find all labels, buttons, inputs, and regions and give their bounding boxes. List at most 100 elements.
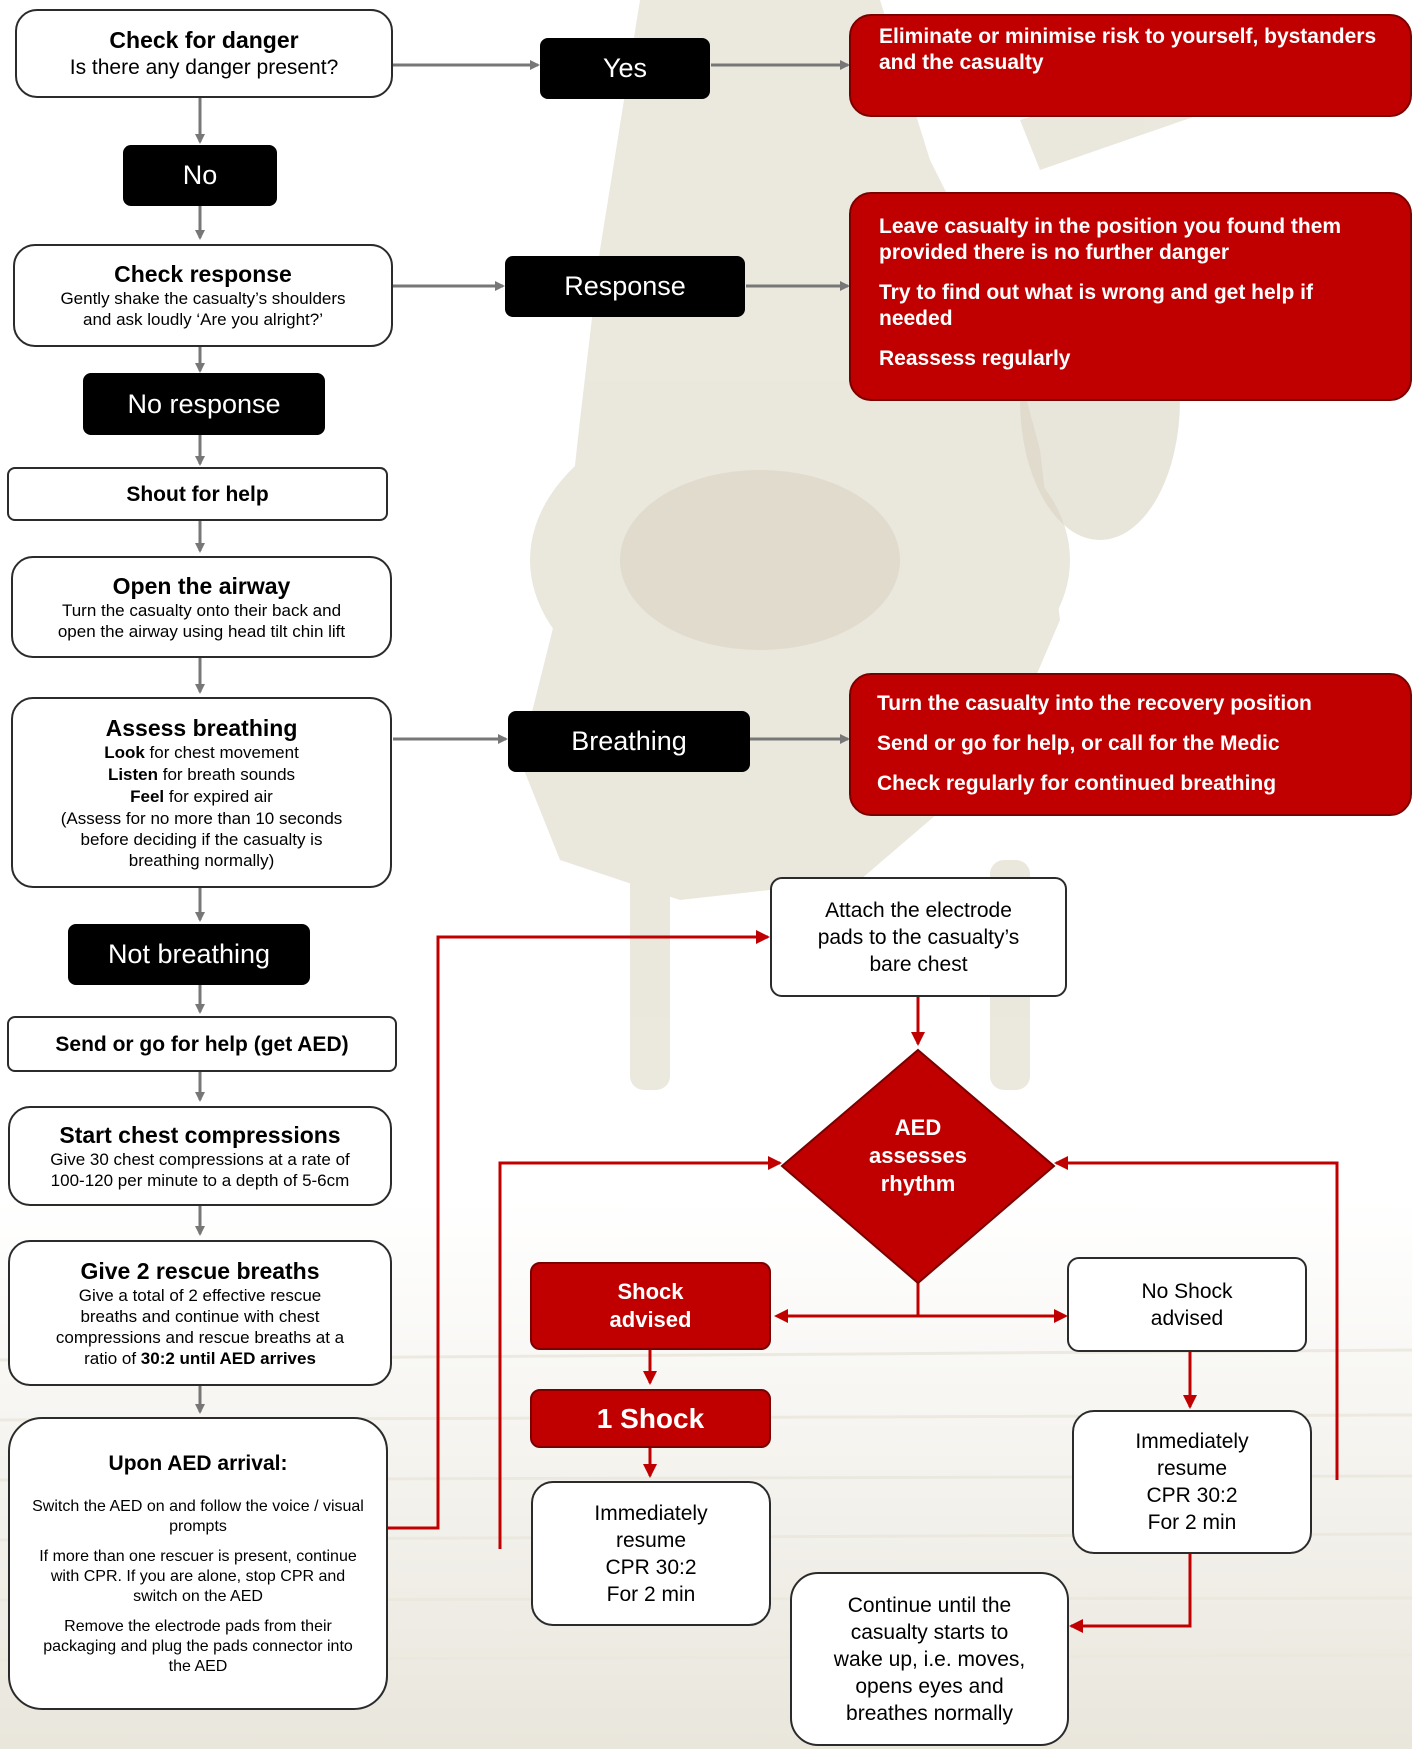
rescue-breaths-line-2: breaths and continue with chest — [80, 1306, 320, 1326]
attach-pads-line-1: Attach the electrode — [825, 898, 1012, 922]
ratio-prefix: ratio of — [84, 1348, 141, 1368]
listen-word: Listen — [107, 764, 159, 784]
continue-line-3: wake up, i.e. moves, — [833, 1647, 1026, 1671]
resume-right-line-3: CPR 30:2 — [1146, 1484, 1238, 1507]
no-shock-line-2: advised — [1150, 1306, 1224, 1330]
aed-arrival-title: Upon AED arrival: — [108, 1452, 288, 1475]
send-help-box: Send or go for help (get AED) — [7, 1016, 397, 1072]
open-airway-line-2: open the airway using head tilt chin lif… — [57, 621, 346, 641]
aed-arrival-step-3: Remove the electrode pads from their pac… — [43, 1618, 353, 1675]
send-help-text: Send or go for help (get AED) — [55, 1032, 349, 1056]
assess-feel-line: Feel for expired air — [130, 786, 273, 808]
check-danger-question: Is there any danger present? — [69, 55, 339, 79]
check-response-box: Check response Gently shake the casualty… — [13, 244, 393, 347]
response-action-2: Try to find out what is wrong and get he… — [879, 281, 1313, 330]
chest-compressions-line-1: Give 30 chest compressions at a rate of — [50, 1149, 350, 1169]
rescue-breaths-title: Give 2 rescue breaths — [80, 1257, 320, 1284]
rescue-breaths-line-1: Give a total of 2 effective rescue — [78, 1285, 322, 1305]
aed-assesses-line-1: AED — [894, 1115, 942, 1140]
resume-cpr-left-box: Immediately resume CPR 30:2 For 2 min — [531, 1481, 771, 1626]
chest-compressions-line-2: 100-120 per minute to a depth of 5-6cm — [50, 1170, 350, 1190]
resume-cpr-right-box: Immediately resume CPR 30:2 For 2 min — [1072, 1410, 1312, 1554]
check-danger-title: Check for danger — [109, 26, 299, 53]
rescue-breaths-box: Give 2 rescue breaths Give a total of 2 … — [8, 1240, 392, 1386]
no-shock-box: No Shock advised — [1067, 1257, 1307, 1352]
shock-advised-box: Shock advised — [530, 1262, 771, 1350]
look-text: for chest movement — [144, 742, 299, 762]
resume-left-line-1: Immediately — [594, 1501, 708, 1525]
aed-assesses-label: AED assesses rhythm — [848, 1114, 988, 1198]
assess-breathing-box: Assess breathing Look for chest movement… — [11, 697, 392, 888]
listen-text: for breath sounds — [158, 764, 296, 784]
open-airway-box: Open the airway Turn the casualty onto t… — [11, 556, 392, 658]
shock-advised-line-1: Shock — [617, 1279, 684, 1304]
aed-arrival-box: Upon AED arrival: Switch the AED on and … — [8, 1417, 388, 1710]
not-breathing-label: Not breathing — [68, 924, 310, 985]
rescue-breaths-line-4: ratio of 30:2 until AED arrives — [84, 1348, 316, 1369]
aed-assesses-diamond — [780, 1048, 1056, 1285]
aed-assesses-line-2: assesses — [869, 1143, 967, 1168]
chest-compressions-box: Start chest compressions Give 30 chest c… — [8, 1106, 392, 1206]
rescue-breaths-line-3: compressions and rescue breaths at a — [55, 1327, 345, 1347]
resume-right-line-1: Immediately — [1135, 1430, 1249, 1453]
eliminate-risk-text: Eliminate or minimise risk to yourself, … — [879, 25, 1377, 74]
resume-left-line-4: For 2 min — [606, 1582, 696, 1606]
check-response-title: Check response — [114, 261, 292, 287]
shout-for-help-box: Shout for help — [7, 467, 388, 521]
one-shock-box: 1 Shock — [530, 1389, 771, 1448]
resume-right-line-4: For 2 min — [1147, 1511, 1237, 1534]
eliminate-risk-box: Eliminate or minimise risk to yourself, … — [849, 14, 1412, 117]
continue-line-5: breathes normally — [846, 1701, 1013, 1725]
assess-note-1: (Assess for no more than 10 seconds — [60, 808, 343, 828]
arrow-resume-right-loop — [1054, 1156, 1339, 1480]
no-response-label: No response — [83, 373, 325, 435]
feel-word: Feel — [130, 786, 165, 806]
shock-advised-line-2: advised — [609, 1307, 692, 1332]
aed-assesses-line-3: rhythm — [880, 1171, 956, 1196]
assess-breathing-title: Assess breathing — [105, 714, 298, 741]
arrow-assess-split — [780, 1283, 1062, 1318]
open-airway-title: Open the airway — [112, 572, 291, 599]
assess-note-2: before deciding if the casualty is — [80, 829, 323, 849]
yes-label: Yes — [540, 38, 710, 99]
arrow-aed-to-pads — [388, 930, 770, 1530]
response-label: Response — [505, 256, 745, 317]
attach-pads-line-3: bare chest — [869, 952, 968, 976]
chest-compressions-title: Start chest compressions — [59, 1121, 341, 1148]
assess-look-line: Look for chest movement — [104, 742, 299, 764]
assess-note-3: breathing normally) — [128, 850, 275, 870]
continue-line-1: Continue until the — [847, 1593, 1012, 1617]
breathing-actions-box: Turn the casualty into the recovery posi… — [849, 673, 1412, 816]
attach-pads-box: Attach the electrode pads to the casualt… — [770, 877, 1067, 997]
check-response-line-1: Gently shake the casualty’s shoulders — [60, 289, 346, 308]
check-response-line-2: and ask loudly ‘Are you alright?’ — [82, 310, 324, 329]
aed-arrival-step-1: Switch the AED on and follow the voice /… — [32, 1498, 364, 1535]
response-actions-box: Leave casualty in the position you found… — [849, 192, 1412, 401]
breathing-action-3: Check regularly for continued breathing — [877, 772, 1277, 795]
breathing-action-1: Turn the casualty into the recovery posi… — [877, 692, 1312, 715]
arrow-resume-left-loop — [498, 1156, 782, 1549]
response-action-1: Leave casualty in the position you found… — [879, 215, 1342, 264]
ratio-emphasis: 30:2 until AED arrives — [140, 1348, 316, 1368]
resume-left-line-3: CPR 30:2 — [605, 1555, 697, 1579]
one-shock-text: 1 Shock — [596, 1402, 705, 1434]
assess-listen-line: Listen for breath sounds — [108, 764, 295, 786]
arrow-resume-to-continue — [1069, 1554, 1192, 1633]
no-shock-line-1: No Shock — [1141, 1279, 1233, 1303]
look-word: Look — [104, 742, 145, 762]
shout-for-help-text: Shout for help — [126, 482, 269, 506]
continue-until-box: Continue until the casualty starts to wa… — [790, 1572, 1069, 1746]
no-label: No — [123, 145, 277, 206]
attach-pads-line-2: pads to the casualty’s — [817, 925, 1020, 949]
continue-line-2: casualty starts to — [850, 1620, 1009, 1644]
feel-text: for expired air — [164, 786, 273, 806]
aed-arrival-step-2: If more than one rescuer is present, con… — [39, 1548, 357, 1605]
resume-left-line-2: resume — [615, 1528, 687, 1552]
open-airway-line-1: Turn the casualty onto their back and — [61, 600, 342, 620]
response-action-3: Reassess regularly — [879, 347, 1071, 370]
breathing-label: Breathing — [508, 711, 750, 772]
breathing-action-2: Send or go for help, or call for the Med… — [877, 732, 1280, 755]
resume-right-line-2: resume — [1156, 1457, 1228, 1480]
continue-line-4: opens eyes and — [855, 1674, 1004, 1698]
